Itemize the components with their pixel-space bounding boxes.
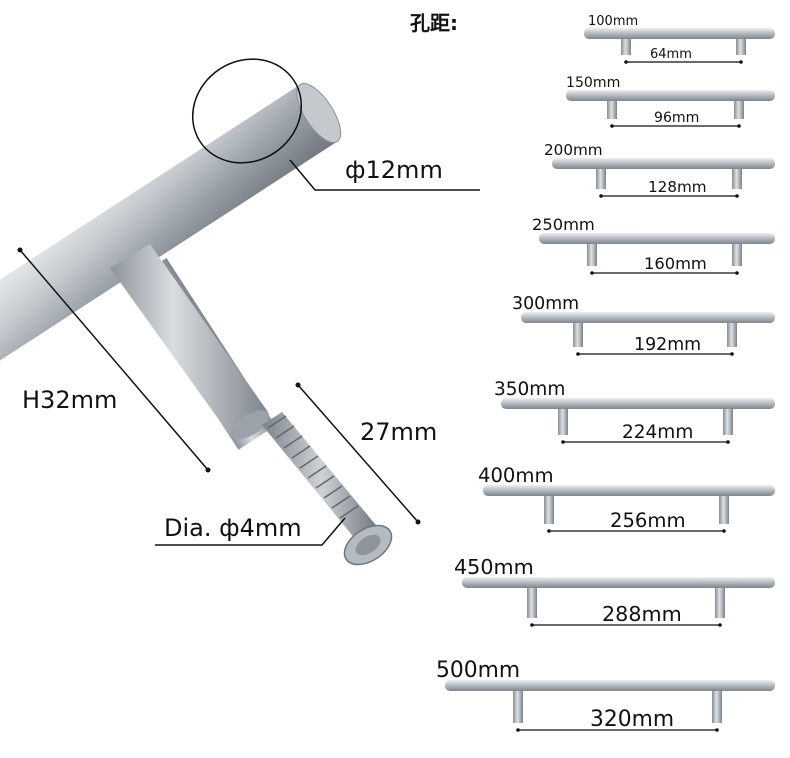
handle-foot	[715, 586, 725, 618]
handle-bar	[462, 577, 775, 588]
hole-spacing-endpoint	[576, 352, 580, 356]
closeup-handle	[0, 83, 393, 566]
hole-spacing-label: 96mm	[654, 110, 699, 126]
handle-foot	[723, 407, 733, 435]
handle-bar	[501, 398, 775, 409]
screw-leader	[155, 517, 346, 546]
handle-foot	[727, 321, 737, 347]
hole-spacing-endpoint	[590, 271, 594, 275]
leg-length-line	[297, 384, 419, 523]
handle-foot	[621, 37, 631, 55]
hole-spacing-label: 320mm	[590, 707, 674, 732]
height-line	[19, 249, 209, 471]
handle-foot	[544, 494, 554, 524]
handle-item: 450mm 288mm	[454, 555, 775, 627]
handle-foot	[712, 689, 722, 723]
hole-spacing-label: 224mm	[622, 422, 693, 443]
handle-foot	[573, 321, 583, 347]
handle-item: 200mm 128mm	[544, 141, 775, 198]
handle-bar	[566, 90, 775, 101]
handle-foot	[558, 407, 568, 435]
diameter-ring	[191, 58, 303, 164]
screw-head	[343, 524, 393, 566]
callout-dots	[17, 247, 421, 525]
diameter-leader	[289, 159, 480, 191]
closeup-tube	[0, 83, 342, 371]
handle-foot	[596, 167, 606, 189]
handle-length-label: 250mm	[532, 215, 595, 234]
hole-spacing-label: 128mm	[648, 178, 707, 196]
closeup-leg-end	[230, 410, 270, 440]
handle-size-list: 100mm 64mm 150mm 96mm 200mm 128mm 250mm 160mm 30…	[436, 14, 775, 732]
hole-spacing-label: 288mm	[602, 602, 682, 626]
handle-length-label: 400mm	[478, 464, 554, 487]
hole-spacing-label: 64mm	[650, 47, 692, 62]
handle-item: 100mm 64mm	[584, 14, 775, 64]
handle-length-label: 200mm	[544, 141, 603, 159]
leg-length-label: 27mm	[360, 418, 437, 446]
handle-item: 500mm 320mm	[436, 658, 775, 732]
hole-spacing-heading: 孔距:	[410, 11, 458, 35]
handle-item: 350mm 224mm	[494, 379, 775, 444]
hole-spacing-label: 256mm	[610, 509, 686, 532]
screw-threads	[267, 415, 359, 519]
handle-item: 400mm 256mm	[478, 464, 775, 533]
hole-spacing-endpoint	[718, 623, 722, 627]
handle-length-label: 350mm	[494, 379, 565, 400]
hole-spacing-endpoint	[599, 194, 603, 198]
handle-bar	[445, 680, 775, 691]
callout-lines	[19, 58, 480, 546]
hole-spacing-endpoint	[735, 271, 739, 275]
height-label: H32mm	[22, 386, 117, 414]
handle-length-label: 150mm	[566, 75, 620, 91]
handle-foot	[527, 586, 537, 618]
handle-foot	[719, 494, 729, 524]
hole-spacing-endpoint	[561, 440, 565, 444]
handle-length-label: 100mm	[588, 14, 638, 29]
hole-spacing-label: 160mm	[644, 254, 707, 273]
hole-spacing-endpoint	[730, 352, 734, 356]
handle-bar	[539, 233, 775, 244]
handle-foot	[607, 99, 617, 119]
handle-bar	[584, 28, 775, 39]
handle-foot	[734, 99, 744, 119]
handle-length-label: 450mm	[454, 555, 534, 579]
handle-foot	[736, 37, 746, 55]
hole-spacing-endpoint	[530, 623, 534, 627]
handle-item: 300mm 192mm	[512, 294, 775, 356]
handle-bar	[552, 158, 775, 169]
hole-spacing-endpoint	[715, 728, 719, 732]
handle-bar	[483, 485, 775, 496]
tube-diameter-label: ф12mm	[345, 156, 443, 184]
hole-spacing-endpoint	[610, 124, 614, 128]
hole-spacing-label: 192mm	[634, 335, 701, 355]
handle-foot	[513, 689, 523, 723]
handle-foot	[732, 242, 742, 266]
handle-item: 250mm 160mm	[532, 215, 775, 275]
hole-spacing-endpoint	[735, 194, 739, 198]
hole-spacing-endpoint	[722, 529, 726, 533]
hole-spacing-endpoint	[624, 60, 628, 64]
hole-spacing-endpoint	[737, 124, 741, 128]
handle-length-label: 500mm	[436, 658, 520, 683]
hole-spacing-endpoint	[739, 60, 743, 64]
handle-item: 150mm 96mm	[566, 75, 775, 128]
handle-bar	[521, 312, 775, 323]
closeup-leg-body	[110, 244, 268, 438]
hole-spacing-endpoint	[726, 440, 730, 444]
screw-diameter-label: Dia. ф4mm	[164, 514, 302, 542]
handle-foot	[732, 167, 742, 189]
hole-spacing-endpoint	[547, 529, 551, 533]
hole-spacing-endpoint	[516, 728, 520, 732]
handle-length-label: 300mm	[512, 294, 579, 314]
handle-foot	[587, 242, 597, 266]
